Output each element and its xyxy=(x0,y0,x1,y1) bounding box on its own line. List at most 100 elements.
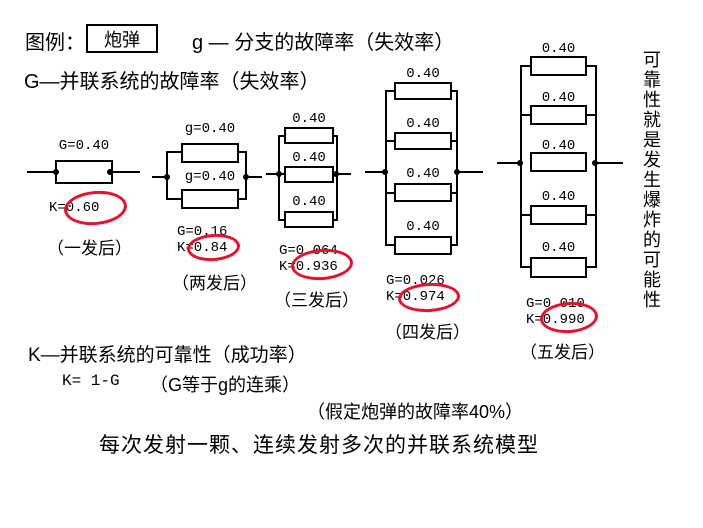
junction-dot xyxy=(333,171,339,177)
rail-left xyxy=(385,90,387,246)
branch-stub xyxy=(452,90,458,92)
main-line xyxy=(266,173,284,175)
branch-label: 0.40 xyxy=(406,166,440,182)
branch-stub xyxy=(587,214,596,216)
branch-stub xyxy=(587,266,596,268)
k-value: K=0.974 xyxy=(386,289,445,305)
g-value: G=0.026 xyxy=(386,273,445,289)
junction-dot xyxy=(382,169,388,175)
branch-label: 0.40 xyxy=(541,90,576,106)
branch-stub xyxy=(166,151,181,153)
junction-dot xyxy=(107,169,113,175)
diagram-caption: （三发后） xyxy=(274,291,359,310)
branch-label: 0.40 xyxy=(541,189,576,205)
main-line xyxy=(246,176,262,178)
vertical-side-note: 可靠性就是发生爆炸的可能性 xyxy=(641,50,661,310)
junction-dot xyxy=(454,169,460,175)
k-value: K=0.60 xyxy=(49,200,100,216)
legend-item-text: 炮弹 xyxy=(104,29,140,50)
page-title: 每次发射一颗、连续发射多次的并联系统模型 xyxy=(99,434,539,457)
branch-stub xyxy=(239,198,246,200)
diagram-caption: （两发后） xyxy=(172,274,257,293)
main-line xyxy=(365,171,385,173)
branch-stub xyxy=(452,140,458,142)
junction-dot xyxy=(164,174,170,180)
branch-label: G=0.40 xyxy=(58,138,110,154)
branch-box xyxy=(530,105,587,125)
main-line xyxy=(27,171,55,173)
g-value: G=0.064 xyxy=(279,243,338,259)
branch-stub xyxy=(385,90,394,92)
branch-stub xyxy=(520,114,530,116)
main-line xyxy=(497,162,520,164)
branch-stub xyxy=(587,65,596,67)
branch-label: 0.40 xyxy=(541,240,576,256)
rail-left xyxy=(278,135,280,221)
branch-label: g=0.40 xyxy=(184,169,236,185)
branch-label: g=0.40 xyxy=(184,121,236,137)
branch-label: 0.40 xyxy=(406,219,440,235)
branch-label: 0.40 xyxy=(292,194,326,210)
assumption-note: （假定炮弹的故障率40%） xyxy=(307,402,524,422)
main-line xyxy=(597,162,623,164)
junction-dot xyxy=(53,169,59,175)
branch-stub xyxy=(166,198,181,200)
branch-label: 0.40 xyxy=(292,111,326,127)
branch-box xyxy=(530,205,587,225)
junction-dot xyxy=(592,160,598,166)
main-line xyxy=(334,173,351,175)
branch-box xyxy=(394,132,452,150)
branch-box xyxy=(284,166,334,183)
K-definition-text: K—并联系统的可靠性（成功率） xyxy=(28,345,307,366)
branch-stub xyxy=(278,219,284,221)
k-value: K=0.936 xyxy=(279,259,338,275)
branch-stub xyxy=(520,65,530,67)
branch-stub xyxy=(520,266,530,268)
branch-box xyxy=(530,56,587,76)
branch-label: 0.40 xyxy=(406,66,440,82)
branch-box xyxy=(530,152,587,172)
G-definition-text: G—并联系统的故障率（失效率） xyxy=(24,71,320,93)
legend-item-box: 炮弹 xyxy=(86,24,158,53)
main-line xyxy=(113,171,140,173)
junction-dot xyxy=(276,171,282,177)
g-value: G=0.16 xyxy=(177,224,228,240)
branch-box xyxy=(394,183,452,202)
junction-dot xyxy=(517,160,523,166)
branch-stub xyxy=(278,135,284,137)
branch-label: 0.40 xyxy=(292,150,326,166)
branch-box xyxy=(394,236,452,255)
branch-stub xyxy=(587,114,596,116)
main-line xyxy=(458,171,483,173)
branch-label: 0.40 xyxy=(541,138,576,154)
branch-stub xyxy=(452,192,458,194)
branch-label: 0.40 xyxy=(541,41,576,57)
k-value: K=0.990 xyxy=(526,312,585,328)
branch-stub xyxy=(520,214,530,216)
rail-right xyxy=(456,90,458,246)
branch-stub xyxy=(385,244,394,246)
branch-box xyxy=(181,143,239,163)
diagram-caption: （一发后） xyxy=(47,239,132,258)
branch-box xyxy=(394,82,452,100)
branch-stub xyxy=(239,151,246,153)
branch-box xyxy=(284,211,334,228)
branch-stub xyxy=(385,192,394,194)
branch-box xyxy=(530,257,587,278)
branch-box xyxy=(181,189,239,209)
branch-box xyxy=(55,160,113,184)
branch-stub xyxy=(385,140,394,142)
K-formula: K= 1-G xyxy=(62,372,120,390)
branch-label: 0.40 xyxy=(406,116,440,132)
branch-stub xyxy=(334,135,338,137)
k-value: K=0.84 xyxy=(177,240,228,256)
diagram-caption: （五发后） xyxy=(520,343,605,362)
rail-right xyxy=(336,135,338,221)
branch-box xyxy=(284,127,334,144)
red-circle-annotation xyxy=(62,188,129,228)
K-formula-note: （G等于g的连乘） xyxy=(150,375,301,395)
junction-dot xyxy=(243,174,249,180)
branch-stub xyxy=(334,219,338,221)
branch-stub xyxy=(452,244,458,246)
